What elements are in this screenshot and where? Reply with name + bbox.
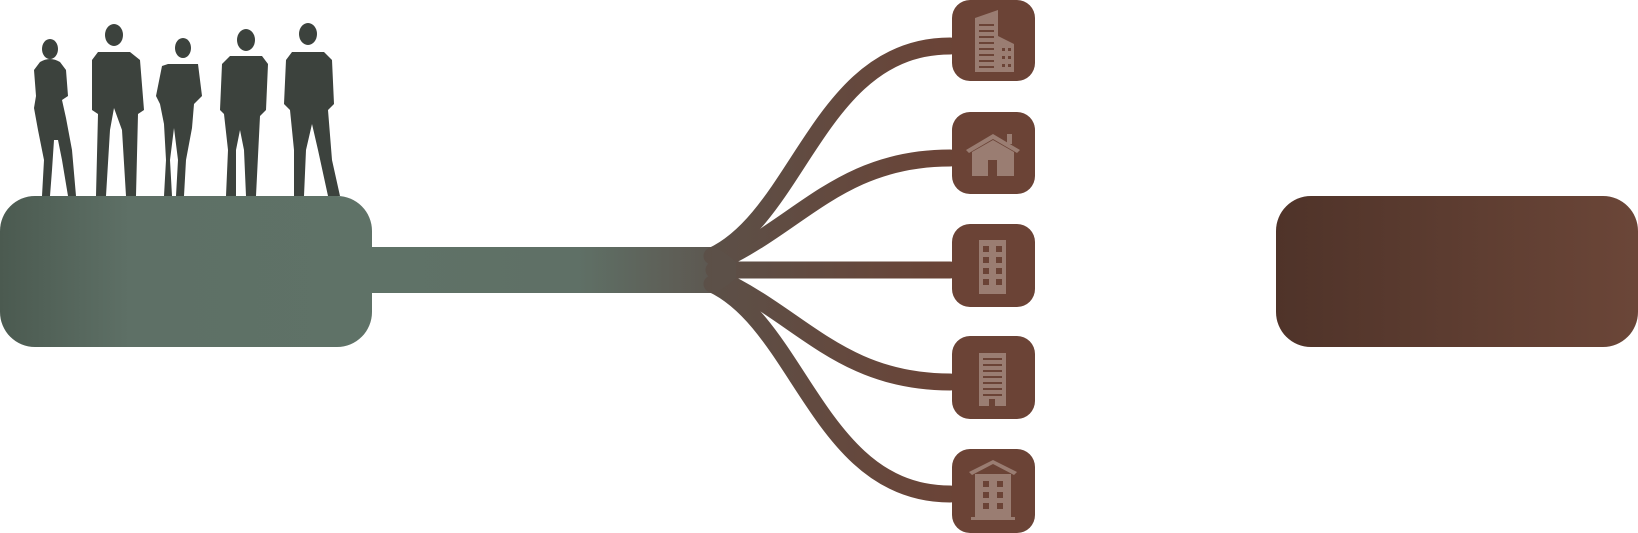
house-icon bbox=[966, 134, 1020, 176]
person-silhouette-2 bbox=[92, 24, 144, 196]
target-tiles bbox=[952, 0, 1035, 533]
destination-block bbox=[1276, 196, 1638, 347]
tile-office-tower bbox=[952, 0, 1035, 81]
tile-office-building bbox=[952, 336, 1035, 419]
trunk-connector bbox=[370, 247, 715, 293]
source-block bbox=[0, 196, 372, 347]
branch-hub bbox=[712, 247, 736, 293]
branch-2 bbox=[709, 149, 959, 271]
people-group bbox=[34, 23, 340, 196]
tile-school-building bbox=[952, 449, 1035, 533]
person-silhouette-4 bbox=[220, 29, 268, 196]
person-silhouette-3 bbox=[156, 38, 202, 196]
apartment-building-icon bbox=[979, 240, 1006, 294]
branch-4 bbox=[709, 269, 959, 391]
branch-connectors bbox=[703, 37, 959, 503]
person-silhouette-5 bbox=[284, 23, 340, 196]
office-building-icon bbox=[979, 353, 1006, 406]
office-tower-icon bbox=[975, 10, 1014, 72]
person-silhouette-1 bbox=[34, 39, 76, 196]
school-building-icon bbox=[969, 460, 1017, 520]
branch-5 bbox=[703, 275, 959, 503]
tile-house bbox=[952, 112, 1035, 194]
branch-1 bbox=[703, 37, 959, 265]
tile-apartment-block bbox=[952, 224, 1035, 307]
